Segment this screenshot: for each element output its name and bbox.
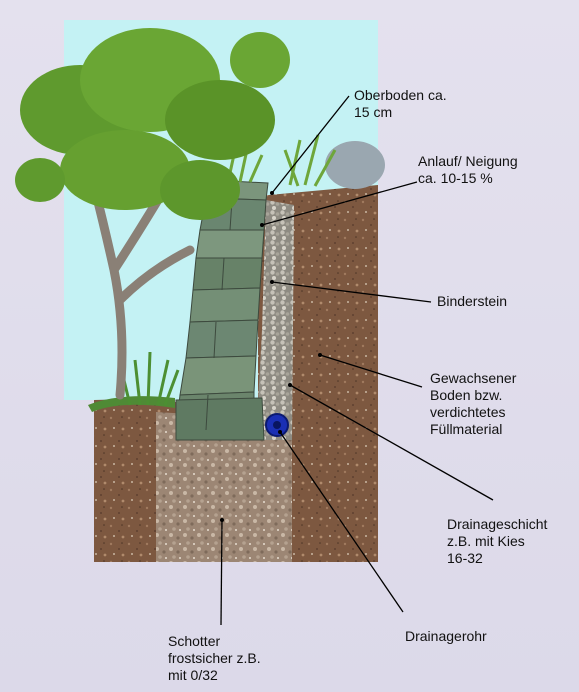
leader-lines — [220, 95, 494, 626]
label-batter: Anlauf/ Neigung ca. 10-15 % — [418, 153, 518, 186]
label-gravel-base: Schotter frostsicher z.B. mit 0/32 — [168, 633, 261, 683]
label-topsoil: Oberboden ca. 15 cm — [354, 87, 447, 120]
grass-edge — [88, 396, 175, 412]
lower-shrub — [120, 351, 180, 406]
leader-native-soil — [319, 354, 423, 388]
tree — [15, 28, 290, 400]
gravel-base — [156, 412, 292, 562]
left-ground — [94, 398, 175, 562]
label-native-soil: Gewachsener Boden bzw. verdichtetes Füll… — [430, 370, 517, 437]
leader-ends — [220, 191, 322, 522]
leader-drain-pipe — [279, 431, 404, 613]
label-drain-pipe: Drainagerohr — [405, 628, 487, 644]
leader-topsoil — [271, 95, 350, 194]
drainage-gravel — [256, 200, 294, 440]
label-drainage-layer: Drainageschicht z.B. mit Kies 16-32 — [447, 516, 548, 566]
label-binder-stone: Binderstein — [437, 293, 508, 309]
leader-gravel-base — [220, 519, 223, 626]
leader-batter — [261, 181, 418, 226]
leader-binder-stone — [271, 281, 432, 303]
leader-drainage-layer — [289, 384, 494, 501]
